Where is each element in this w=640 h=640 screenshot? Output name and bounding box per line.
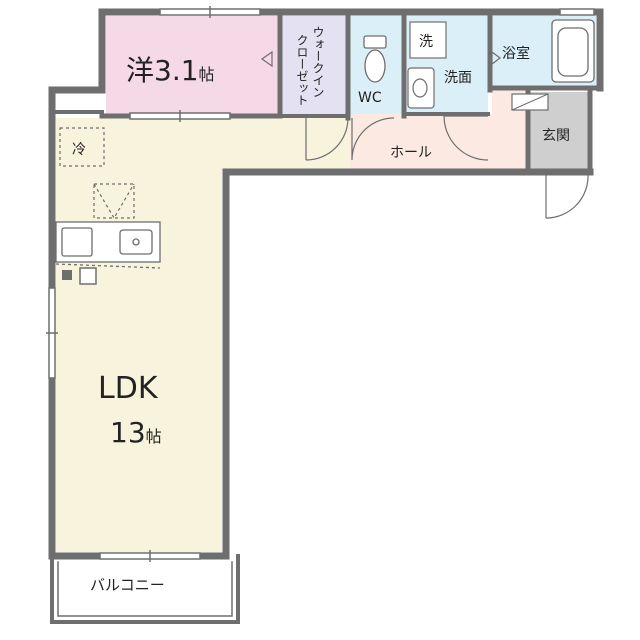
toilet-door [351,117,395,161]
ldk-area [56,118,222,552]
entrance-door [545,173,589,219]
kitchen-counter [55,221,161,269]
balcony-area [56,558,236,618]
bathroom-label: 浴室 [502,45,530,62]
washroom-label: 洗面 [444,70,472,86]
hall-label: ホール [390,145,432,161]
walk-in-closet-label-line1: ウォークイン [311,26,325,98]
range-hood [93,183,135,220]
walk-in-closet-area [282,16,346,114]
washing-machine-label: 洗 [419,34,433,50]
closet-door [305,117,349,161]
ldk-size: 13 [110,416,146,449]
western-room-name: 洋 [126,54,154,87]
walls [48,8,604,624]
balcony-label: バルコニー [90,576,165,594]
washroom-door [443,115,489,161]
western-room-area [106,16,278,114]
entrance-label: 玄関 [542,127,570,144]
ldk-corridor-area [222,118,350,170]
ldk-name-label: LDK [98,371,159,406]
western-room-size: 3.1 [154,54,199,87]
toilet-label: WC [358,90,382,106]
bedroom-door-marker [260,50,273,68]
pillar-block [62,270,72,280]
toilet-fixture [363,35,387,83]
vanity-sink [407,67,435,109]
bathtub [551,19,595,83]
bathroom-window [559,8,595,16]
hall-area [350,114,528,170]
walk-in-closet-label-line2: クローゼット [295,34,309,106]
ldk-size-label: 13帖 [110,416,162,449]
pipe-space [79,267,97,285]
refrigerator-space [59,127,105,167]
ldk-unit: 帖 [146,427,162,446]
western-room-label: 洋3.1帖 [126,54,215,87]
windows [46,6,595,562]
western-room-unit: 帖 [199,65,215,84]
doors [260,40,589,219]
refrigerator-label: 冷 [72,142,86,158]
kitchen-stove [61,227,93,257]
bathroom-door-marker [491,50,501,66]
washing-machine-space [409,21,447,59]
